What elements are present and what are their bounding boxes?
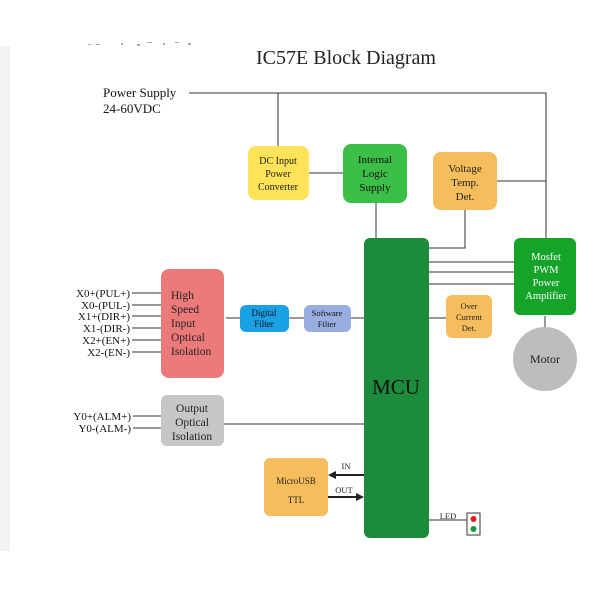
input-pin-label: X1-(DIR-) — [83, 323, 130, 335]
internal-logic-line-2: Logic — [362, 168, 388, 180]
input-pin-label: X2-(EN-) — [87, 347, 130, 359]
voltage-temp-line-3: Det. — [456, 191, 475, 203]
high-speed-line-4: Optical — [171, 332, 205, 344]
output-isolation-line-1: Output — [176, 403, 209, 415]
mcu-label: MCU — [372, 375, 420, 399]
motor-label: Motor — [530, 352, 560, 366]
internal-logic-supply-block: Internal Logic Supply — [343, 144, 407, 203]
mosfet-pwm-amplifier-block: Mosfet PWM Power Amplifier — [514, 238, 576, 315]
power-supply-voltage: 24-60VDC — [103, 101, 161, 116]
mcu-block: MCU — [364, 238, 429, 538]
input-pin-label: X1+(DIR+) — [78, 311, 130, 323]
microusb-ttl-block: MicroUSB TTL — [264, 458, 328, 516]
over-current-line-2: Current — [456, 312, 483, 322]
high-speed-input-isolation-block: High Speed Input Optical Isolation — [161, 269, 224, 378]
high-speed-line-5: Isolation — [171, 346, 211, 358]
over-current-detection-block: Over Current Det. — [446, 295, 492, 338]
mosfet-line-4: Amplifier — [525, 291, 567, 302]
digital-filter-line-1: Digital — [252, 308, 277, 318]
high-speed-line-3: Input — [171, 318, 196, 330]
output-isolation-line-3: Isolation — [172, 431, 212, 443]
input-pin-label: X0-(PUL-) — [81, 300, 130, 312]
voltage-temp-detection-block: Voltage Temp. Det. — [433, 152, 497, 210]
left-panel-edge — [0, 46, 10, 551]
internal-logic-line-3: Supply — [359, 182, 391, 194]
mosfet-line-1: Mosfet — [531, 252, 561, 263]
software-filter-line-1: Software — [312, 308, 343, 318]
dc-input-power-converter-block: DC Input Power Converter — [248, 146, 309, 200]
led-red-dot — [470, 516, 477, 522]
power-supply-label: Power Supply — [103, 85, 177, 100]
output-pin-label: Y0-(ALM-) — [78, 423, 131, 435]
faded-header-marks — [88, 42, 191, 46]
high-speed-line-2: Speed — [171, 304, 199, 316]
input-pin-label: X2+(EN+) — [82, 335, 130, 347]
mosfet-line-2: PWM — [533, 265, 559, 276]
input-pin-label: X0+(PUL+) — [76, 288, 130, 300]
motor-block: Motor — [513, 327, 577, 391]
software-filter-block: Software Filter — [304, 305, 351, 332]
usb-in-label: IN — [342, 461, 351, 471]
over-current-line-1: Over — [461, 301, 478, 311]
microusb-line-1: MicroUSB — [276, 476, 316, 486]
dc-converter-line-3: Converter — [258, 182, 299, 193]
connection-lines — [132, 92, 547, 521]
voltage-temp-line-2: Temp. — [451, 177, 479, 189]
high-speed-line-1: High — [171, 290, 194, 302]
dc-converter-line-2: Power — [265, 169, 291, 180]
digital-filter-line-2: Filter — [254, 319, 274, 329]
output-optical-isolation-block: Output Optical Isolation — [161, 395, 224, 446]
dc-converter-line-1: DC Input — [259, 156, 297, 167]
led-label: LED — [440, 511, 457, 521]
output-isolation-line-2: Optical — [175, 417, 209, 429]
microusb-line-2: TTL — [288, 495, 305, 505]
software-filter-line-2: Filter — [318, 319, 337, 329]
over-current-line-3: Det. — [462, 323, 476, 333]
led-green-dot — [470, 526, 477, 532]
voltage-temp-line-1: Voltage — [448, 163, 482, 175]
output-pin-label: Y0+(ALM+) — [73, 411, 131, 423]
usb-arrows — [328, 471, 364, 501]
mosfet-line-3: Power — [533, 278, 560, 289]
usb-out-label: OUT — [335, 485, 353, 495]
digital-filter-block: Digital Filter — [240, 305, 289, 332]
input-pin-labels: X0+(PUL+) X0-(PUL-) X1+(DIR+) X1-(DIR-) … — [76, 288, 130, 359]
diagram-title: IC57E Block Diagram — [256, 47, 436, 69]
led-indicator — [466, 512, 481, 536]
output-pin-labels: Y0+(ALM+) Y0-(ALM-) — [73, 411, 131, 435]
internal-logic-line-1: Internal — [358, 154, 392, 166]
